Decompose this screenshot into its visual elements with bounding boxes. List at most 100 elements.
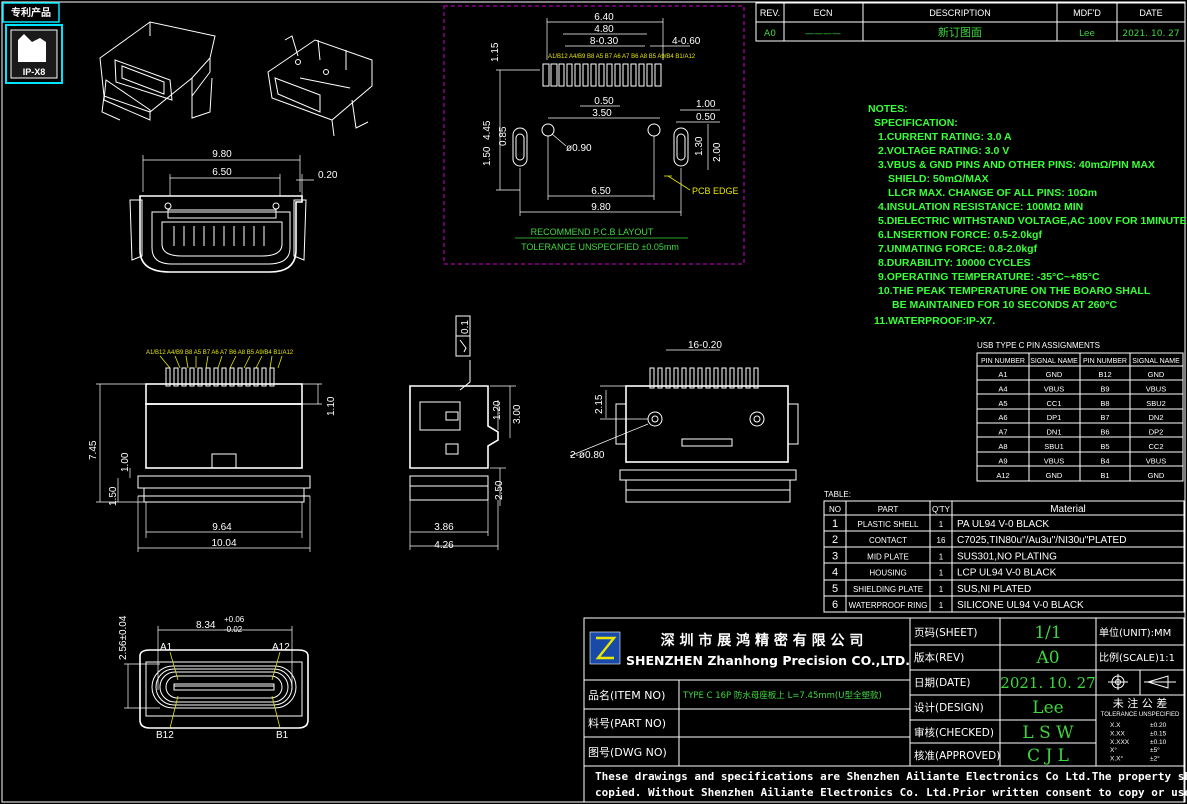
note-line: SHIELD: 50mΩ/MAX bbox=[888, 173, 989, 185]
bom-cell-material: LCP UL94 V-0 BLACK bbox=[957, 568, 1057, 579]
rev-value-mdfd: Lee bbox=[1079, 29, 1095, 39]
pcb-dim-050a: 0.50 bbox=[594, 96, 614, 107]
revision-table: REV. ECN DESCRIPTION MDF'D DATE A0 ———— … bbox=[755, 2, 1186, 42]
note-line: 2.VOLTAGE RATING: 3.0 V bbox=[878, 145, 1009, 157]
pin-table-cell: DP1 bbox=[1047, 413, 1062, 422]
sheet-value: 1/1 bbox=[1034, 623, 1061, 643]
pin-table-cell: A9 bbox=[998, 456, 1007, 465]
pcb-hole-right bbox=[647, 123, 661, 137]
pin-table-cell: A1 bbox=[998, 370, 1007, 379]
scale-label: 比例(SCALE)1:1 bbox=[1099, 651, 1175, 664]
iso-view-front bbox=[99, 21, 216, 121]
bom-cell-qty: 16 bbox=[937, 536, 946, 545]
notes: NOTES: SPECIFICATION: 1.CURRENT RATING: … bbox=[868, 103, 1187, 327]
pin-table-cell: GND bbox=[1046, 471, 1063, 480]
bom-title: TABLE: bbox=[824, 490, 851, 499]
pcb-dim-8x030: 8-0.30 bbox=[590, 36, 619, 47]
pin-table-cell: VBUS bbox=[1146, 456, 1166, 465]
bom-header: PART bbox=[878, 505, 899, 514]
pin-table-cell: VBUS bbox=[1044, 384, 1064, 393]
note-line: 10.THE PEAK TEMPERATURE ON THE BOARO SHA… bbox=[878, 285, 1151, 297]
pcb-slot-right bbox=[673, 127, 689, 167]
top-dim-150: 1.50 bbox=[108, 486, 119, 506]
pin-assignment-table: USB TYPE C PIN ASSIGNMENTS PIN NUMBER SI… bbox=[976, 341, 1184, 482]
pin-table-cell: SBU1 bbox=[1044, 442, 1064, 451]
pcb-layout-frame bbox=[443, 5, 745, 265]
rev-header-mdfd: MDF'D bbox=[1073, 8, 1101, 18]
badge-logo-text: IP-X8 bbox=[23, 67, 46, 77]
rev-label: 版本(REV) bbox=[914, 651, 964, 664]
rev-value-description: 新订图面 bbox=[938, 25, 982, 39]
pin-table-cell: B8 bbox=[1100, 399, 1109, 408]
rev-header-description: DESCRIPTION bbox=[929, 8, 991, 18]
pcb-caption: RECOMMEND P.C.B LAYOUT bbox=[531, 227, 654, 237]
open-label-a12: A12 bbox=[272, 642, 290, 653]
pcb-dim-650: 6.50 bbox=[591, 186, 611, 197]
bom-header: Q'TY bbox=[932, 505, 951, 514]
pin-table-cell: DN2 bbox=[1148, 413, 1163, 422]
open-dim-plus: +0.06 bbox=[224, 615, 245, 624]
pin-table-cell: A5 bbox=[998, 399, 1007, 408]
pin-table-cell: A8 bbox=[998, 442, 1007, 451]
bom-cell-no: 5 bbox=[832, 583, 838, 595]
bom-cell-material: C7025,TIN80u"/Au3u"/NI30u"PLATED bbox=[957, 535, 1126, 546]
side-dim-flatness: 0.1 bbox=[460, 320, 471, 334]
pin-table-cell: GND bbox=[1148, 471, 1165, 480]
pin-table-cell: A12 bbox=[996, 471, 1009, 480]
bom-cell-no: 6 bbox=[832, 599, 838, 611]
pin-table-cell: DN1 bbox=[1046, 428, 1061, 437]
waterproof-logo-icon bbox=[18, 34, 46, 62]
top-dim-745: 7.45 bbox=[88, 440, 99, 460]
pin-table-cell: A6 bbox=[998, 413, 1007, 422]
badge-label: 专利产品 bbox=[11, 6, 51, 19]
open-label-b1: B1 bbox=[276, 730, 289, 741]
rev-header-date: DATE bbox=[1139, 8, 1162, 18]
rev-value-date: 2021. 10. 27 bbox=[1122, 29, 1179, 39]
note-line: 8.DURABILITY: 10000 CYCLES bbox=[878, 257, 1031, 269]
rev-value-rev: A0 bbox=[764, 29, 776, 39]
date-label: 日期(DATE) bbox=[914, 677, 971, 689]
front-view: 9.80 6.50 0.20 bbox=[129, 149, 338, 273]
bom-cell-qty: 1 bbox=[939, 601, 944, 610]
top-pin-labels: A1/B12 A4/B9 B8 A5 B7 A6 A7 B6 A8 B5 A9/… bbox=[146, 350, 294, 356]
bom-header: NO bbox=[829, 505, 841, 514]
bom-cell-part: PLASTIC SHELL bbox=[858, 520, 919, 529]
tolerance-key: X.X° bbox=[1110, 755, 1123, 763]
note-line: 9.OPERATING TEMPERATURE: -35°C~+85°C bbox=[878, 271, 1100, 283]
pin-table-cell: B6 bbox=[1100, 428, 1109, 437]
item-label: 品名(ITEM NO) bbox=[588, 688, 665, 702]
rev-header-rev: REV. bbox=[760, 8, 780, 18]
pcb-dim-100: 1.00 bbox=[696, 99, 716, 110]
company-name-cn: 深 圳 市 展 鸿 精 密 有 限 公 司 bbox=[661, 632, 864, 649]
tolerance-key: X.XX bbox=[1110, 730, 1125, 737]
pcb-pin-labels: A1/B12 A4/B9 B8 A5 B7 A6 A7 B6 A8 B5 A9/… bbox=[548, 54, 696, 60]
pcb-dim-445: 4.45 bbox=[482, 120, 493, 140]
pin-table-cell: GND bbox=[1046, 370, 1063, 379]
pcb-dim-350: 3.50 bbox=[592, 108, 612, 119]
title-block: 深 圳 市 展 鸿 精 密 有 限 公 司 SHENZHEN Zhanhong … bbox=[583, 617, 1187, 803]
pin-table-cell: VBUS bbox=[1044, 456, 1064, 465]
pin-table-header: PIN NUMBER bbox=[981, 358, 1025, 365]
bom-cell-qty: 1 bbox=[939, 585, 944, 594]
pcb-dim-640: 6.40 bbox=[594, 12, 614, 23]
sheet-label: 页码(SHEET) bbox=[914, 627, 977, 639]
open-label-a1: A1 bbox=[160, 642, 173, 653]
pcb-dim-980: 9.80 bbox=[591, 202, 611, 213]
tolerance-title: 未 注 公 差 bbox=[1113, 696, 1168, 710]
note-line: 4.INSULATION RESISTANCE: 100MΩ MIN bbox=[878, 201, 1083, 213]
note-line: LLCR MAX. CHANGE OF ALL PINS: 10Ωm bbox=[888, 187, 1097, 199]
bom-cell-no: 3 bbox=[832, 550, 838, 562]
back-view: 16-0.20 2-ø0.80 2.15 bbox=[569, 340, 799, 503]
pcb-edge-label: PCB EDGE bbox=[692, 186, 739, 196]
pin-table-cell: B5 bbox=[1100, 442, 1109, 451]
date-value: 2021. 10. 27 bbox=[1000, 674, 1095, 692]
pin-table-cell: VBUS bbox=[1146, 384, 1166, 393]
tolerance-key: X.XXX bbox=[1110, 739, 1130, 746]
side-dim-386: 3.86 bbox=[434, 522, 454, 533]
note-line: 7.UNMATING FORCE: 0.8-2.0kgf bbox=[878, 243, 1038, 255]
bom-cell-part: HOUSING bbox=[869, 569, 906, 578]
front-dim-width: 9.80 bbox=[212, 149, 232, 160]
note-line: BE MAINTAINED FOR 10 SECONDS AT 260°C bbox=[892, 299, 1118, 311]
pcb-dim-085: 0.85 bbox=[498, 126, 509, 146]
tolerance-key: X° bbox=[1110, 746, 1117, 754]
